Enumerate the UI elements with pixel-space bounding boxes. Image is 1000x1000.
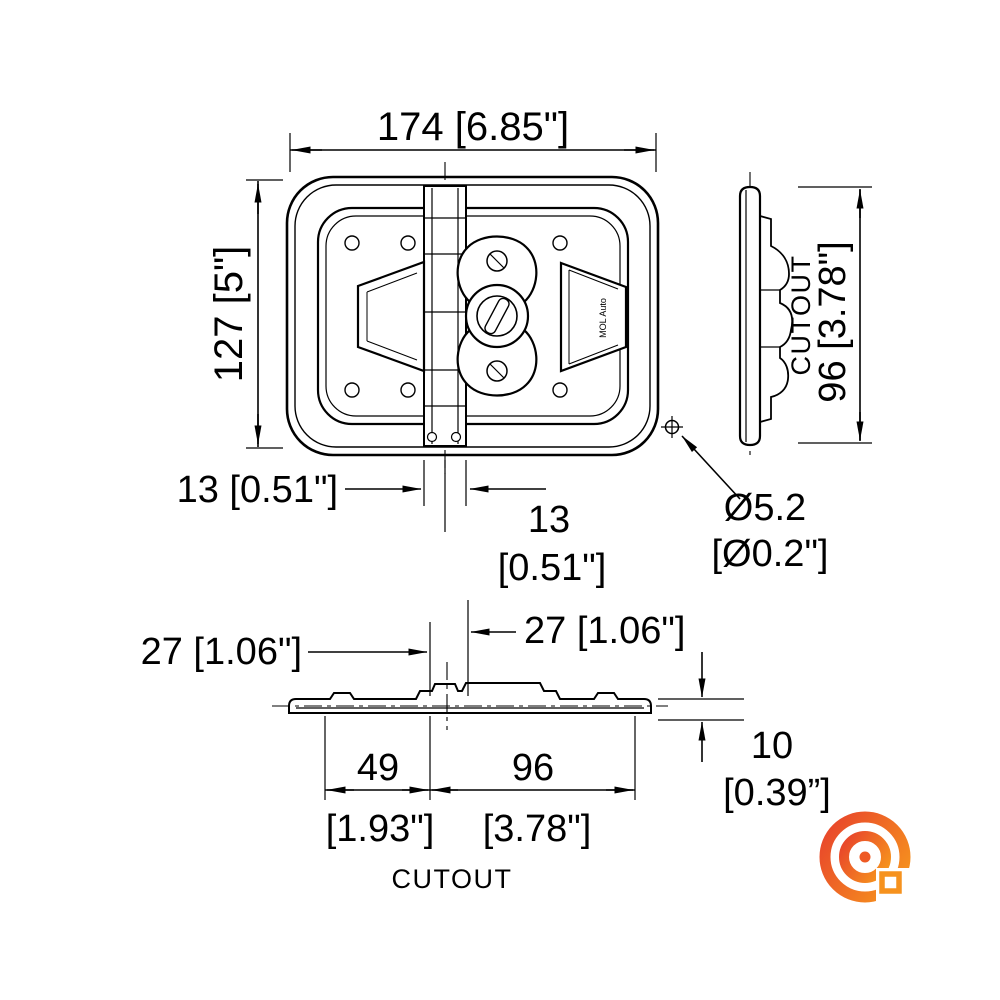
rivet-hole [552, 235, 568, 251]
dim-96-in: [3.78"] [483, 808, 592, 850]
hinge-strip [423, 185, 467, 447]
dimension-width: 174 [6.85"] [289, 105, 657, 172]
hole-diameter-in: [Ø0.2"] [712, 533, 829, 575]
dimension-height: 127 [5"] [207, 179, 283, 449]
rivet-hole [552, 382, 568, 398]
brand-logo [819, 811, 922, 914]
dim-thickness-in: [0.39”] [723, 772, 831, 814]
dimension-cutout-height: CUTOUT 96 [3.78"] [786, 186, 872, 444]
dim-offset-center-unit: [0.51"] [498, 547, 607, 589]
front-view: MOL Auto [285, 162, 683, 474]
dim-96-mm: 96 [512, 747, 554, 789]
hinge-rivet [450, 431, 462, 443]
rivet-hole [400, 382, 416, 398]
dim-width-label: 174 [6.85"] [377, 105, 569, 149]
latch-pad-rim [294, 184, 651, 448]
side-profile-body [738, 185, 762, 447]
dimension-hinge-offsets: 13 [0.51"] 13 [0.51"] [177, 460, 607, 589]
hole-diameter-mm: Ø5.2 [724, 487, 806, 529]
left-keeper-bracket [356, 260, 426, 373]
rivet-hole [400, 235, 416, 251]
brand-stamp-text: MOL Auto [598, 298, 608, 338]
dimension-thickness: 10 [0.39”] [658, 652, 831, 814]
bottom-cutout-label: CUTOUT [392, 864, 513, 894]
logo-outer-ring [819, 811, 911, 903]
dimension-bottom-offsets: 27 [1.06"] 27 [1.06"] [141, 600, 685, 696]
dimension-cutout-widths: 49 96 [1.93"] [3.78"] CUTOUT [324, 716, 636, 894]
rivet-hole [344, 235, 360, 251]
side-profile-mechanism [759, 215, 794, 423]
bottom-view [272, 662, 668, 730]
dim-bottom-offset-right: 27 [1.06"] [524, 610, 685, 652]
logo-square [879, 871, 902, 894]
logo-center-dot [859, 851, 871, 863]
logo-inner-ring [839, 831, 891, 883]
mounting-hole-marker [661, 416, 683, 438]
latch-dish-outer [316, 206, 630, 426]
dim-offset-center-value: 13 [528, 499, 570, 541]
dim-49-in: [1.93"] [326, 808, 435, 850]
knob-slot [484, 297, 510, 335]
right-catch-bracket [559, 261, 628, 373]
side-cutout-label: CUTOUT [786, 255, 816, 376]
rivet-hole [344, 382, 360, 398]
dim-thickness-mm: 10 [751, 725, 793, 767]
dim-bottom-offset-left: 27 [1.06"] [141, 631, 302, 673]
leader-arrow-icon [681, 435, 741, 500]
dim-height-label: 127 [5"] [207, 246, 251, 383]
hinge-rivet [426, 431, 438, 443]
dim-offset-left-label: 13 [0.51"] [177, 469, 338, 511]
dim-cutout-height-label: 96 [3.78"] [812, 241, 854, 402]
dim-49-mm: 49 [357, 747, 399, 789]
latch-pad-outer [285, 175, 660, 457]
side-view [738, 172, 794, 458]
hole-diameter-callout: Ø5.2 [Ø0.2"] [681, 435, 829, 575]
